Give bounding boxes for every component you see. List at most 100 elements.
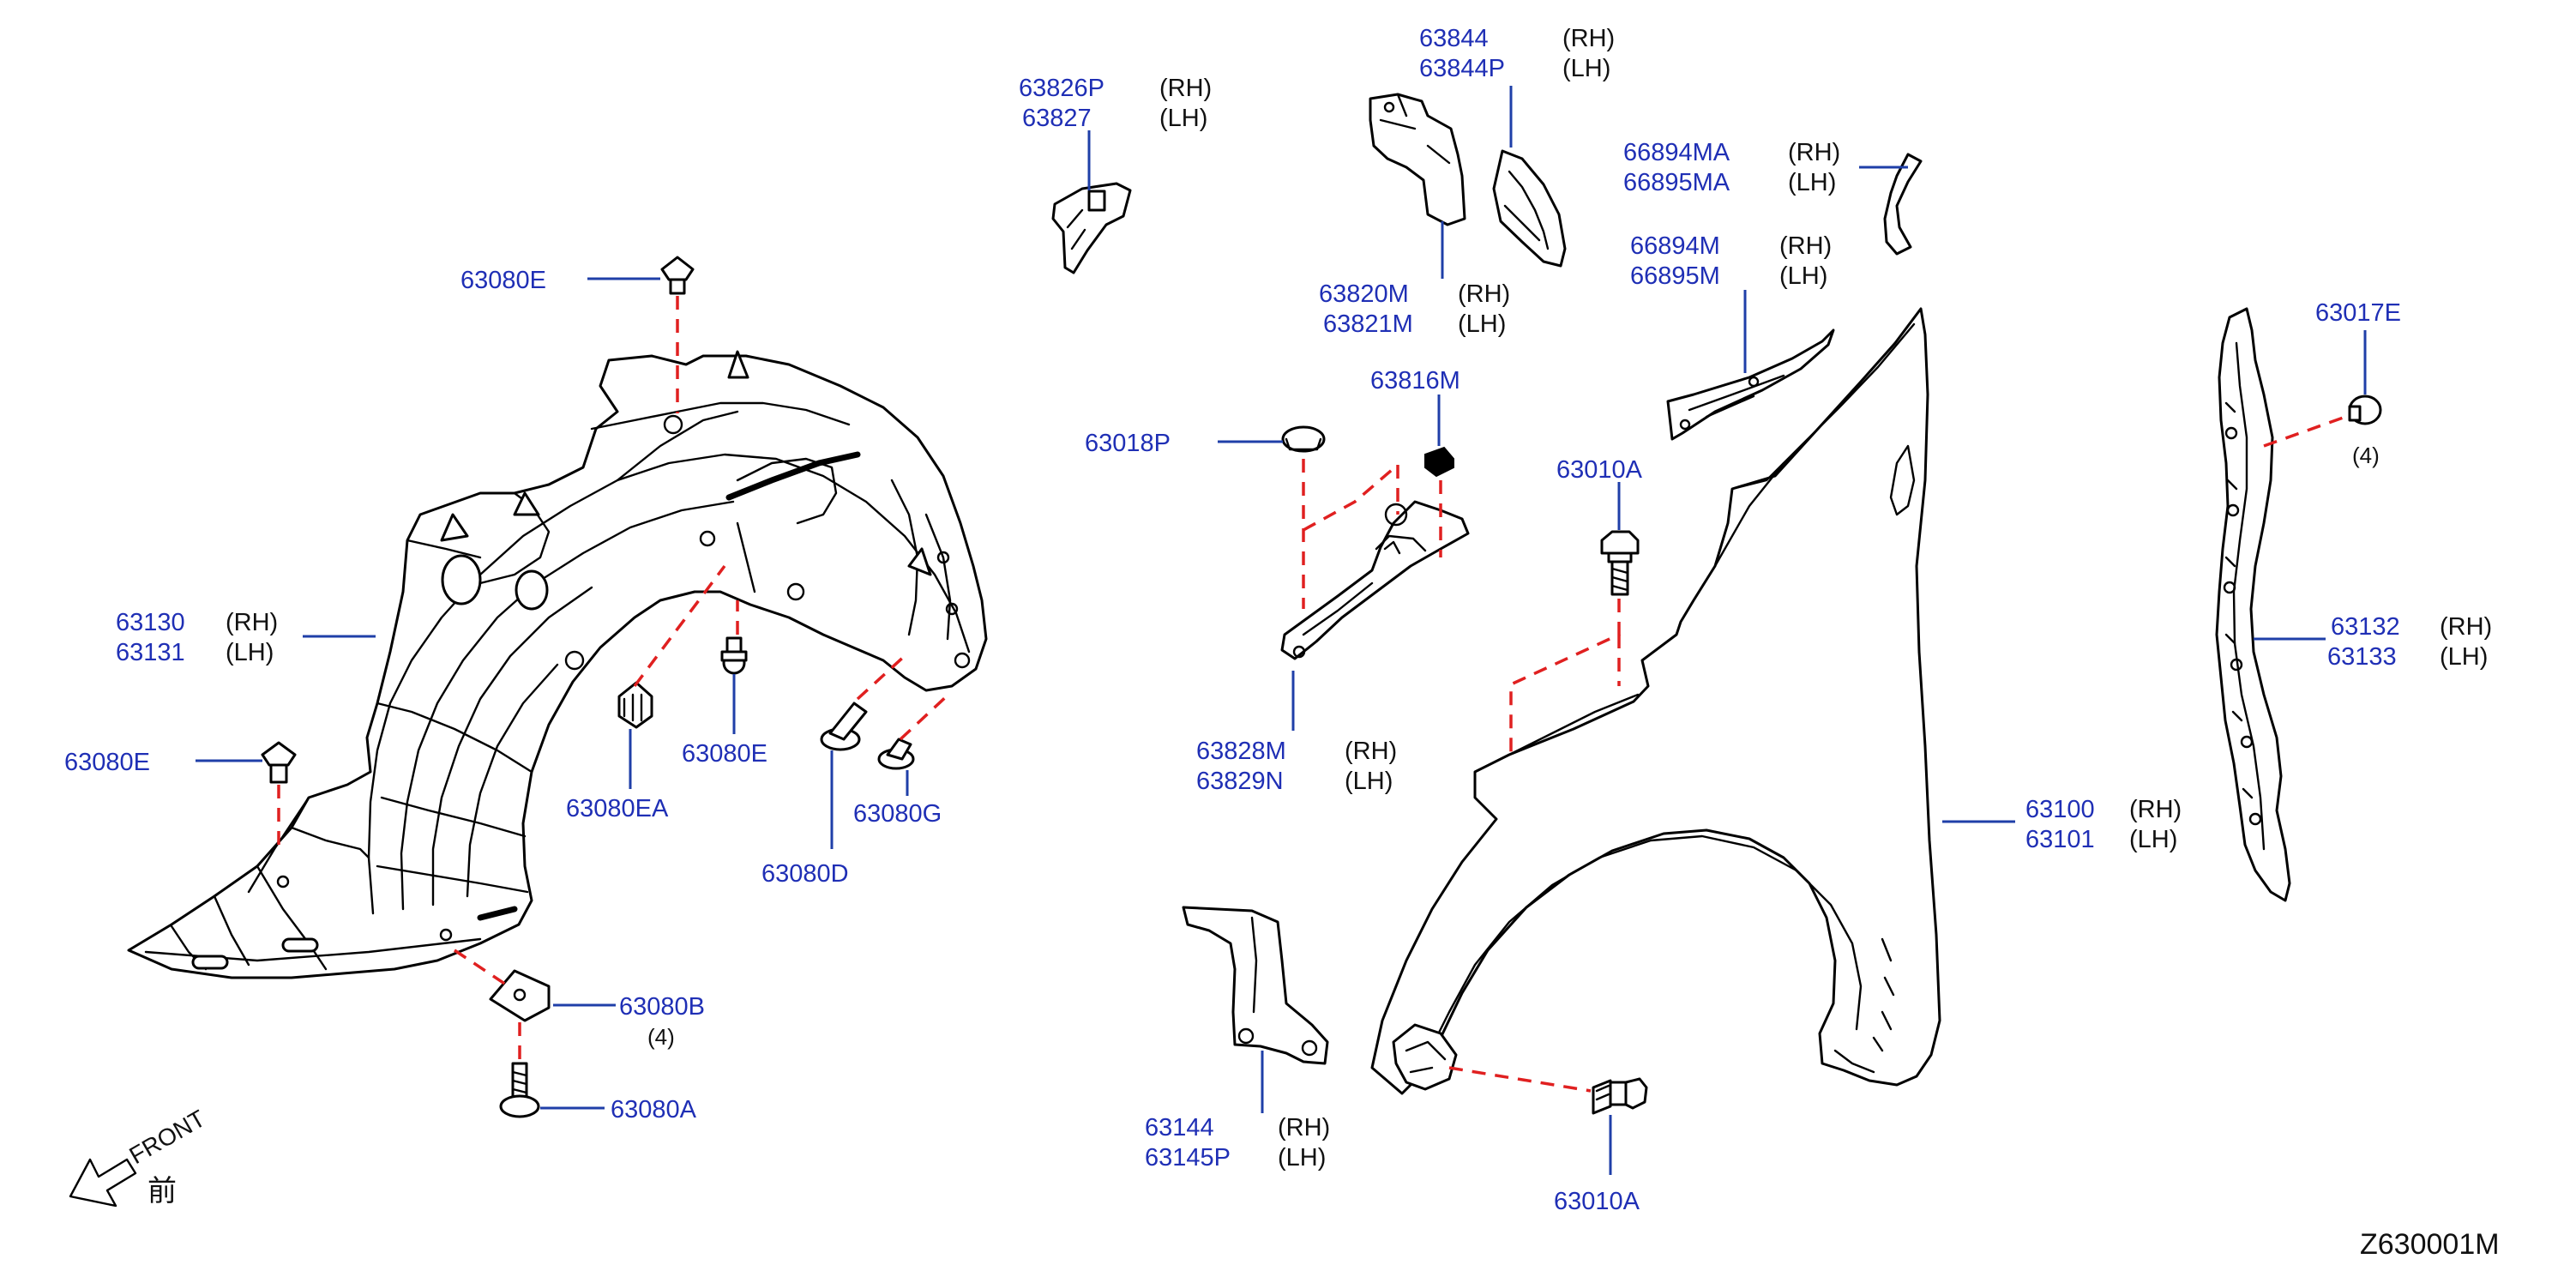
part-number[interactable]: 63080E — [682, 740, 767, 768]
side-label: (LH) — [1458, 310, 1506, 338]
callout-63080D: 63080D — [761, 860, 849, 888]
part-number[interactable]: 63826P — [1019, 75, 1104, 102]
part-number[interactable]: 63080B — [619, 993, 705, 1021]
bracket-63828M — [1280, 500, 1470, 660]
callout-63010A-bottom: 63010A — [1554, 1188, 1640, 1215]
clip-63080E-top — [660, 256, 695, 295]
callout-63828M: 63828M (RH) 63829N (LH) — [1196, 738, 1397, 795]
callout-63826P: 63826P (RH) 63827 (LH) — [1019, 75, 1212, 132]
clip-63080E-left — [261, 741, 297, 784]
part-number[interactable]: 63080A — [611, 1096, 697, 1123]
callout-63080E-mid: 63080E — [682, 740, 767, 768]
callout-63130: 63130 (RH) 63131 (LH) — [116, 609, 278, 666]
part-number[interactable]: 63816M — [1370, 367, 1460, 395]
bracket-63820M — [1369, 93, 1466, 226]
part-number[interactable]: 63130 — [116, 609, 185, 636]
callout-63080B: 63080B (4) — [619, 993, 705, 1050]
bolt-63080A — [499, 1062, 540, 1118]
part-number[interactable]: 63820M — [1319, 280, 1409, 308]
bracket-63144 — [1182, 906, 1329, 1065]
side-label: (LH) — [226, 639, 274, 666]
side-label: (LH) — [1779, 262, 1827, 290]
clip-63080D — [820, 702, 868, 751]
part-number[interactable]: 63010A — [1556, 456, 1643, 484]
callout-63820M: 63820M (RH) 63821M (LH) — [1319, 280, 1510, 338]
part-number[interactable]: 66895MA — [1623, 169, 1730, 196]
callout-66894M: 66894M (RH) 66895M (LH) — [1630, 232, 1832, 290]
side-label: (LH) — [1562, 55, 1610, 82]
side-label: (LH) — [2129, 826, 2177, 853]
leader-lines — [196, 86, 2367, 1175]
part-number[interactable]: 63080EA — [566, 795, 669, 822]
front-direction-indicator: FRONT 前 — [69, 1105, 210, 1208]
side-label: (RH) — [1458, 280, 1510, 308]
callout-63017E: 63017E (4) — [2315, 299, 2401, 468]
part-number[interactable]: 63827 — [1022, 105, 1092, 132]
part-number[interactable]: 63101 — [2025, 826, 2095, 853]
part-number[interactable]: 63080E — [64, 749, 150, 776]
part-number[interactable]: 63018P — [1085, 430, 1171, 457]
side-label: (RH) — [1779, 232, 1832, 260]
part-number[interactable]: 63080E — [460, 267, 546, 294]
front-fender — [1370, 307, 1941, 1095]
callout-63844: 63844 (RH) 63844P (LH) — [1419, 25, 1615, 82]
seal-63844 — [1492, 149, 1567, 268]
part-number[interactable]: 63080D — [761, 860, 849, 888]
part-number[interactable]: 63829N — [1196, 768, 1284, 795]
quantity-label: (4) — [2352, 443, 2380, 468]
part-number[interactable]: 66894MA — [1623, 139, 1730, 166]
clip-63018P — [1281, 425, 1326, 453]
clip-63080E-mid — [720, 636, 748, 675]
side-label: (RH) — [1159, 75, 1212, 102]
part-number[interactable]: 63844P — [1419, 55, 1505, 82]
side-label: (LH) — [1788, 169, 1836, 196]
callout-63132: 63132 (RH) 63133 (LH) — [2327, 613, 2492, 671]
strip-66894MA — [1883, 153, 1923, 256]
side-label: (RH) — [2129, 796, 2182, 823]
side-label: (RH) — [1345, 738, 1397, 765]
clip-63080G — [877, 738, 915, 770]
strip-63132 — [2215, 307, 2291, 902]
bolt-63010A-bottom — [1592, 1077, 1648, 1115]
part-number[interactable]: 63132 — [2331, 613, 2400, 641]
bolt-63010A-top — [1600, 530, 1640, 596]
spacer-63816M — [1424, 446, 1454, 478]
quantity-label: (4) — [647, 1024, 675, 1050]
part-number[interactable]: 63080G — [853, 800, 942, 828]
part-number[interactable]: 66894M — [1630, 232, 1720, 260]
callout-63080EA: 63080EA — [566, 795, 669, 822]
diagram-code: Z630001M — [2360, 1228, 2500, 1261]
front-label: FRONT — [125, 1105, 210, 1169]
side-label: (RH) — [226, 609, 278, 636]
side-label: (RH) — [1278, 1114, 1330, 1141]
callout-66894MA: 66894MA (RH) 66895MA (LH) — [1623, 139, 1840, 196]
seal-66894M — [1666, 328, 1835, 441]
side-label: (RH) — [1562, 25, 1615, 52]
nut-63080B — [489, 969, 551, 1022]
callout-63816M: 63816M — [1370, 367, 1460, 395]
front-arrow-icon — [69, 1158, 137, 1208]
callout-63080G: 63080G — [853, 800, 942, 828]
part-number[interactable]: 63844 — [1419, 25, 1489, 52]
part-number[interactable]: 63100 — [2025, 796, 2095, 823]
part-number[interactable]: 63131 — [116, 639, 185, 666]
side-label: (LH) — [1159, 105, 1207, 132]
callout-63144: 63144 (RH) 63145P (LH) — [1145, 1114, 1330, 1172]
part-number[interactable]: 63145P — [1145, 1144, 1231, 1172]
callout-63010A-top: 63010A — [1556, 456, 1643, 484]
callout-63100: 63100 (RH) 63101 (LH) — [2025, 796, 2182, 853]
part-number[interactable]: 63144 — [1145, 1114, 1214, 1141]
part-number[interactable]: 63017E — [2315, 299, 2401, 327]
bracket-63826P — [1051, 182, 1132, 274]
front-kanji-label: 前 — [147, 1174, 177, 1208]
part-number[interactable]: 63010A — [1554, 1188, 1640, 1215]
part-number[interactable]: 63821M — [1323, 310, 1413, 338]
callout-63018P: 63018P — [1085, 430, 1171, 457]
clip-63017E — [2348, 395, 2382, 425]
part-number[interactable]: 63828M — [1196, 738, 1286, 765]
part-number[interactable]: 66895M — [1630, 262, 1720, 290]
part-number[interactable]: 63133 — [2327, 643, 2397, 671]
fender-liner — [127, 350, 988, 979]
